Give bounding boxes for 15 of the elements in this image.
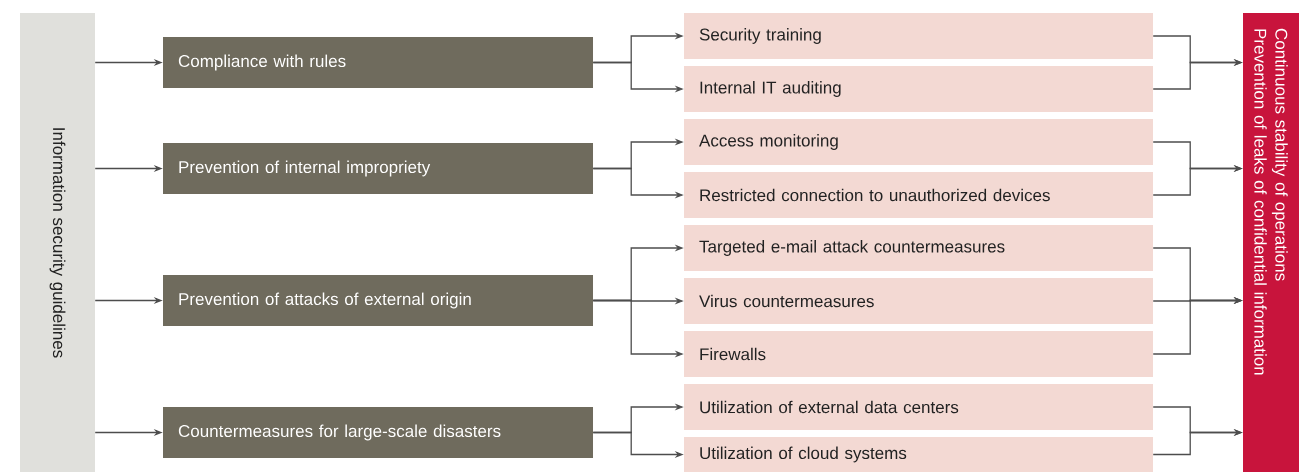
action-box: Targeted e-mail attack countermeasures [684,225,1153,271]
action-box: Utilization of external data centers [684,384,1153,430]
action-box: Restricted connection to unauthorized devices [684,172,1153,218]
action-box: Utilization of cloud systems [684,437,1153,472]
action-box: Access monitoring [684,119,1153,165]
measure-box: Prevention of attacks of external origin [163,275,593,326]
measure-box: Compliance with rules [163,37,593,88]
action-box: Firewalls [684,331,1153,377]
action-box: Virus countermeasures [684,278,1153,324]
action-box: Security training [684,13,1153,59]
goal-band: Continuous stability of operations Prevention of leaks of confidential information [1243,13,1299,472]
measure-box: Countermeasures for large-scale disasters [163,407,593,458]
measure-box: Prevention of internal impropriety [163,143,593,194]
action-box: Internal IT auditing [684,66,1153,112]
guideline-band: Information security guidelines [20,13,95,472]
